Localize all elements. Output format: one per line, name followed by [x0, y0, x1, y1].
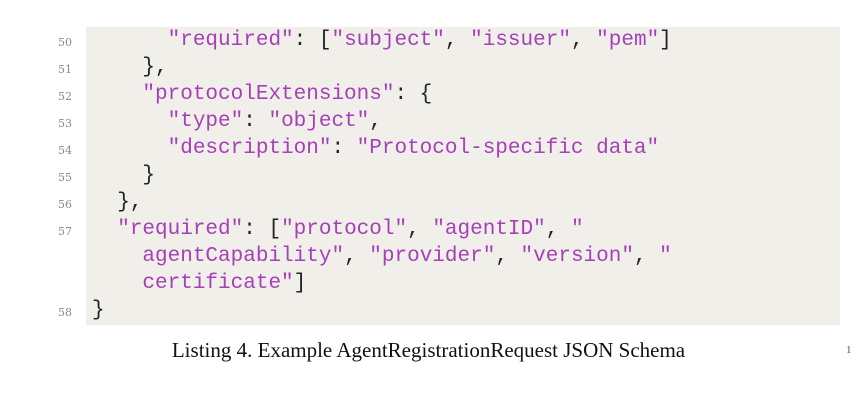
code-text: "required": ["protocol", "agentID", "	[92, 216, 584, 243]
code-string-token: "subject"	[331, 29, 445, 52]
code-string-token: "	[570, 218, 584, 241]
code-string-token: "issuer"	[470, 29, 571, 52]
code-text: }	[92, 162, 155, 189]
code-indent	[92, 272, 142, 295]
line-number: 50	[58, 36, 72, 49]
code-punct-token: }	[142, 164, 156, 187]
code-punct-token: ,	[369, 110, 382, 133]
code-text: },	[92, 189, 142, 216]
code-indent	[92, 218, 117, 241]
code-punct-token: :	[331, 137, 357, 160]
code-punct-token: ,	[570, 29, 597, 52]
code-indent	[92, 110, 168, 133]
code-line: 57 "required": ["protocol", "agentID", "	[0, 216, 857, 243]
code-text: certificate"]	[92, 270, 306, 297]
line-number: 53	[58, 117, 72, 130]
code-punct-token: },	[117, 191, 143, 214]
code-string-token: "description"	[167, 137, 332, 160]
code-string-token: "version"	[520, 245, 634, 268]
code-string-token: "type"	[167, 110, 244, 133]
code-line: 50 "required": ["subject", "issuer", "pe…	[0, 27, 857, 54]
code-indent	[92, 137, 168, 160]
code-punct-token: : [	[243, 218, 282, 241]
line-number: 54	[58, 144, 72, 157]
code-punct-token: ,	[444, 29, 471, 52]
code-line: 55 }	[0, 162, 857, 189]
code-string-token: "required"	[167, 29, 294, 52]
code-punct-token: ,	[545, 218, 571, 241]
line-number: 56	[58, 198, 72, 211]
code-punct-token: ,	[633, 245, 660, 268]
code-text: },	[92, 54, 168, 81]
code-punct-token: ,	[407, 218, 433, 241]
code-indent	[92, 245, 142, 268]
code-string-token: "object"	[268, 110, 370, 133]
code-line: 58}	[0, 297, 857, 324]
code-string-token: "protocolExtensions"	[142, 83, 395, 106]
code-string-token: agentCapability"	[142, 245, 345, 268]
code-text: "required": ["subject", "issuer", "pem"]	[92, 27, 672, 54]
code-punct-token: },	[142, 56, 168, 79]
code-string-token: "provider"	[369, 245, 496, 268]
code-punct-token: : {	[394, 83, 433, 106]
page-mark: 1	[846, 344, 852, 356]
code-punct-token: ,	[495, 245, 521, 268]
line-number: 52	[58, 90, 72, 103]
code-indent	[92, 83, 142, 106]
code-punct-token: ]	[293, 272, 307, 295]
code-line: 56 },	[0, 189, 857, 216]
code-punct-token: :	[243, 110, 269, 133]
line-number: 57	[58, 225, 72, 238]
code-punct-token: : [	[293, 29, 332, 52]
code-string-token: "required"	[117, 218, 244, 241]
code-string-token: "	[659, 245, 672, 268]
code-text: "type": "object",	[92, 108, 382, 135]
code-line: agentCapability", "provider", "version",…	[0, 243, 857, 270]
code-indent	[92, 191, 117, 214]
code-line: 51 },	[0, 54, 857, 81]
code-string-token: "agentID"	[432, 218, 546, 241]
code-line: 53 "type": "object",	[0, 108, 857, 135]
code-line: 54 "description": "Protocol-specific dat…	[0, 135, 857, 162]
line-number: 58	[58, 306, 72, 319]
code-indent	[92, 29, 168, 52]
code-punct-token: ]	[659, 29, 672, 52]
code-text: agentCapability", "provider", "version",…	[92, 243, 672, 270]
listing-caption: Listing 4. Example AgentRegistrationRequ…	[171, 338, 686, 362]
code-text: "description": "Protocol-specific data"	[92, 135, 660, 162]
code-string-token: "protocol"	[281, 218, 408, 241]
code-string-token: "Protocol-specific data"	[356, 137, 660, 160]
code-text: "protocolExtensions": {	[92, 81, 432, 108]
code-text: }	[92, 297, 105, 324]
code-string-token: "pem"	[596, 29, 660, 52]
line-number: 55	[58, 171, 72, 184]
code-punct-token: ,	[344, 245, 370, 268]
code-listing-background	[86, 27, 840, 325]
line-number: 51	[58, 63, 72, 76]
code-indent	[92, 56, 142, 79]
code-punct-token: }	[92, 299, 105, 322]
code-line: certificate"]	[0, 270, 857, 297]
code-string-token: certificate"	[142, 272, 294, 295]
code-indent	[92, 164, 142, 187]
code-line: 52 "protocolExtensions": {	[0, 81, 857, 108]
